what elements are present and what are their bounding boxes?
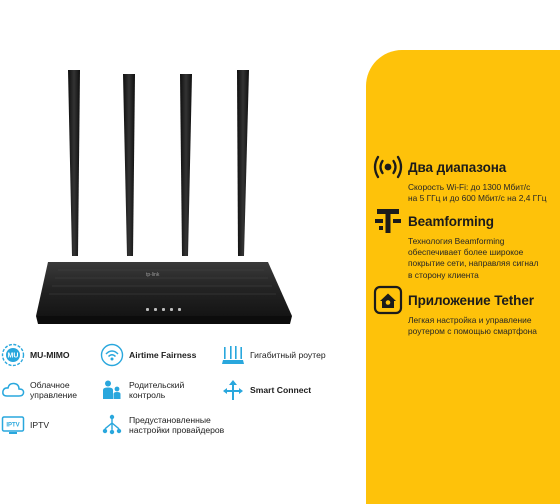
airtime-fairness-icon: [100, 343, 124, 367]
beamforming-icon: [375, 209, 401, 233]
cloud-management-icon: [2, 382, 25, 397]
mu-mimo-icon: MU: [1, 343, 25, 367]
svg-text:tp-link: tp-link: [146, 272, 160, 278]
feature-description: Скорость Wi-Fi: до 1300 Мбит/с на 5 ГГц …: [408, 182, 547, 204]
mini-feature-smart-connect: Smart Connect: [221, 378, 311, 402]
antenna-1: [68, 70, 80, 256]
feature-dual-band: Два диапазона Скорость Wi-Fi: до 1300 Мб…: [373, 152, 558, 204]
feature-title: Приложение Tether: [408, 292, 534, 308]
isp-presets-icon: [102, 414, 122, 435]
mini-feature-label: Airtime Fairness: [129, 349, 197, 360]
svg-text:MU: MU: [8, 353, 19, 360]
router-image: tp-link: [36, 70, 292, 324]
mini-feature-gigabit-router: Гигабитный роутер: [221, 343, 326, 367]
mini-feature-label: Smart Connect: [250, 384, 312, 395]
feature-title: Beamforming: [408, 213, 494, 229]
feature-description: Технология Beamforming обеспечивает боле…: [408, 236, 539, 280]
svg-text:IPTV: IPTV: [6, 423, 19, 429]
smart-connect-icon: [223, 380, 243, 400]
features-panel: [366, 50, 560, 504]
tether-app-icon: [373, 285, 403, 315]
feature-title: Два диапазона: [408, 159, 507, 175]
feature-description: Легкая настройка и управление роутером с…: [408, 315, 537, 337]
mini-feature-label: IPTV: [30, 419, 50, 430]
feature-tether-app: Приложение Tether Легкая настройка и упр…: [373, 285, 558, 337]
router-base: [36, 316, 292, 324]
parental-control-icon: [103, 380, 121, 399]
router-body: [36, 262, 292, 316]
mini-feature-label: MU-MIMO: [30, 349, 70, 360]
antenna-2: [123, 74, 135, 256]
antenna-4: [237, 70, 249, 256]
mini-feature-iptv: IPTV IPTV: [1, 413, 49, 437]
feature-beamforming: Beamforming Технология Beamforming обесп…: [373, 206, 558, 281]
antenna-3: [180, 74, 192, 256]
mini-feature-label: Гигабитный роутер: [250, 349, 326, 360]
gigabit-router-icon: [222, 346, 244, 364]
iptv-icon: IPTV: [1, 416, 25, 434]
status-leds: [146, 308, 181, 311]
product-image-area: tp-link MU MU-MIMO Airtime Fairness Г: [1, 70, 326, 437]
mini-feature-airtime-fairness: Airtime Fairness: [100, 343, 196, 367]
mini-feature-mu-mimo: MU MU-MIMO: [1, 343, 70, 367]
dual-band-wifi-icon: [373, 155, 403, 179]
